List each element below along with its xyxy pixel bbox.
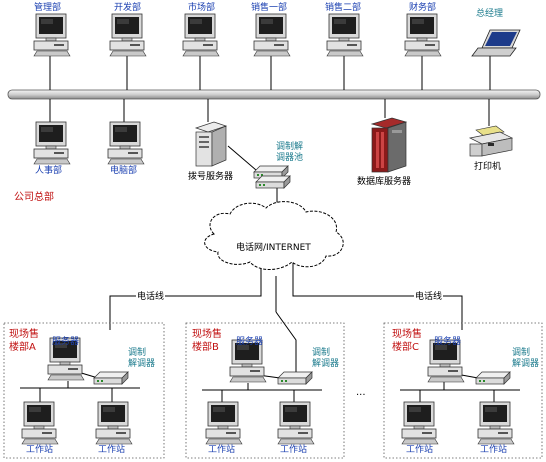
label-internet: 电话网/INTERNET xyxy=(236,243,311,253)
label-finance: 财务部 xyxy=(409,3,437,13)
printer-icon xyxy=(468,125,514,157)
branch-a-modem-label: 调制 解调器 xyxy=(128,348,156,369)
branch-a-name: 现场售 楼部A xyxy=(9,329,39,353)
branch-c-workstation-2: 工作站 xyxy=(480,445,508,455)
workstation-icon xyxy=(21,401,59,445)
computer-icon xyxy=(182,13,220,57)
branch-c-name: 现场售 楼部C xyxy=(392,329,422,353)
workstation-icon xyxy=(277,401,315,445)
label-sales-1: 销售一部 xyxy=(251,3,288,13)
label-printer: 打印机 xyxy=(474,162,502,172)
label-database-server: 数据库服务器 xyxy=(357,177,412,187)
database-server-icon xyxy=(370,117,408,173)
label-management: 管理部 xyxy=(34,3,62,13)
branch-a-workstation-2: 工作站 xyxy=(98,445,126,455)
label-hr: 人事部 xyxy=(35,166,63,176)
branch-modem-icon xyxy=(277,371,313,385)
computer-icon xyxy=(326,13,364,57)
label-development: 开发部 xyxy=(114,3,142,13)
label-marketing: 市场部 xyxy=(188,3,216,13)
branch-b-server-label: 服务器 xyxy=(236,337,264,347)
branch-b-name: 现场售 楼部B xyxy=(192,329,222,353)
branch-b-workstation-2: 工作站 xyxy=(280,445,308,455)
laptop-icon xyxy=(471,29,521,57)
workstation-icon xyxy=(477,401,515,445)
computer-icon xyxy=(404,13,442,57)
computer-icon xyxy=(253,13,291,57)
branch-modem-icon xyxy=(475,371,511,385)
computer-icon xyxy=(33,13,71,57)
server-tower-icon xyxy=(194,121,228,167)
branch-c-workstation-1: 工作站 xyxy=(406,445,434,455)
branch-a-frame xyxy=(3,322,165,459)
label-sales-2: 销售二部 xyxy=(325,3,362,13)
label-company-hq: 公司总部 xyxy=(14,192,54,203)
branch-c-server-label: 服务器 xyxy=(434,337,462,347)
label-general-manager: 总经理 xyxy=(476,9,504,19)
branch-c-frame xyxy=(383,322,543,459)
ellipsis: ... xyxy=(356,387,366,398)
modem-pool-icon xyxy=(253,165,291,189)
label-phone-line-a: 电话线 xyxy=(136,292,166,302)
branch-a-workstation-1: 工作站 xyxy=(26,445,54,455)
branch-b-modem-label: 调制 解调器 xyxy=(312,348,340,369)
branch-b-workstation-1: 工作站 xyxy=(208,445,236,455)
branch-c-modem-label: 调制 解调器 xyxy=(512,348,540,369)
label-modem-pool: 调制解 调器池 xyxy=(276,142,304,163)
label-dial-server: 拨号服务器 xyxy=(188,172,234,182)
computer-icon xyxy=(33,121,71,165)
label-computer-dept: 电脑部 xyxy=(110,166,138,176)
computer-icon xyxy=(109,13,147,57)
workstation-icon xyxy=(95,401,133,445)
label-phone-line-c: 电话线 xyxy=(414,292,444,302)
internet-cloud xyxy=(204,201,344,270)
branch-a-server-label: 服务器 xyxy=(52,337,80,347)
workstation-icon xyxy=(401,401,439,445)
branch-modem-icon xyxy=(93,371,129,385)
branch-b-frame xyxy=(185,322,345,459)
computer-icon xyxy=(107,121,145,165)
workstation-icon xyxy=(205,401,243,445)
